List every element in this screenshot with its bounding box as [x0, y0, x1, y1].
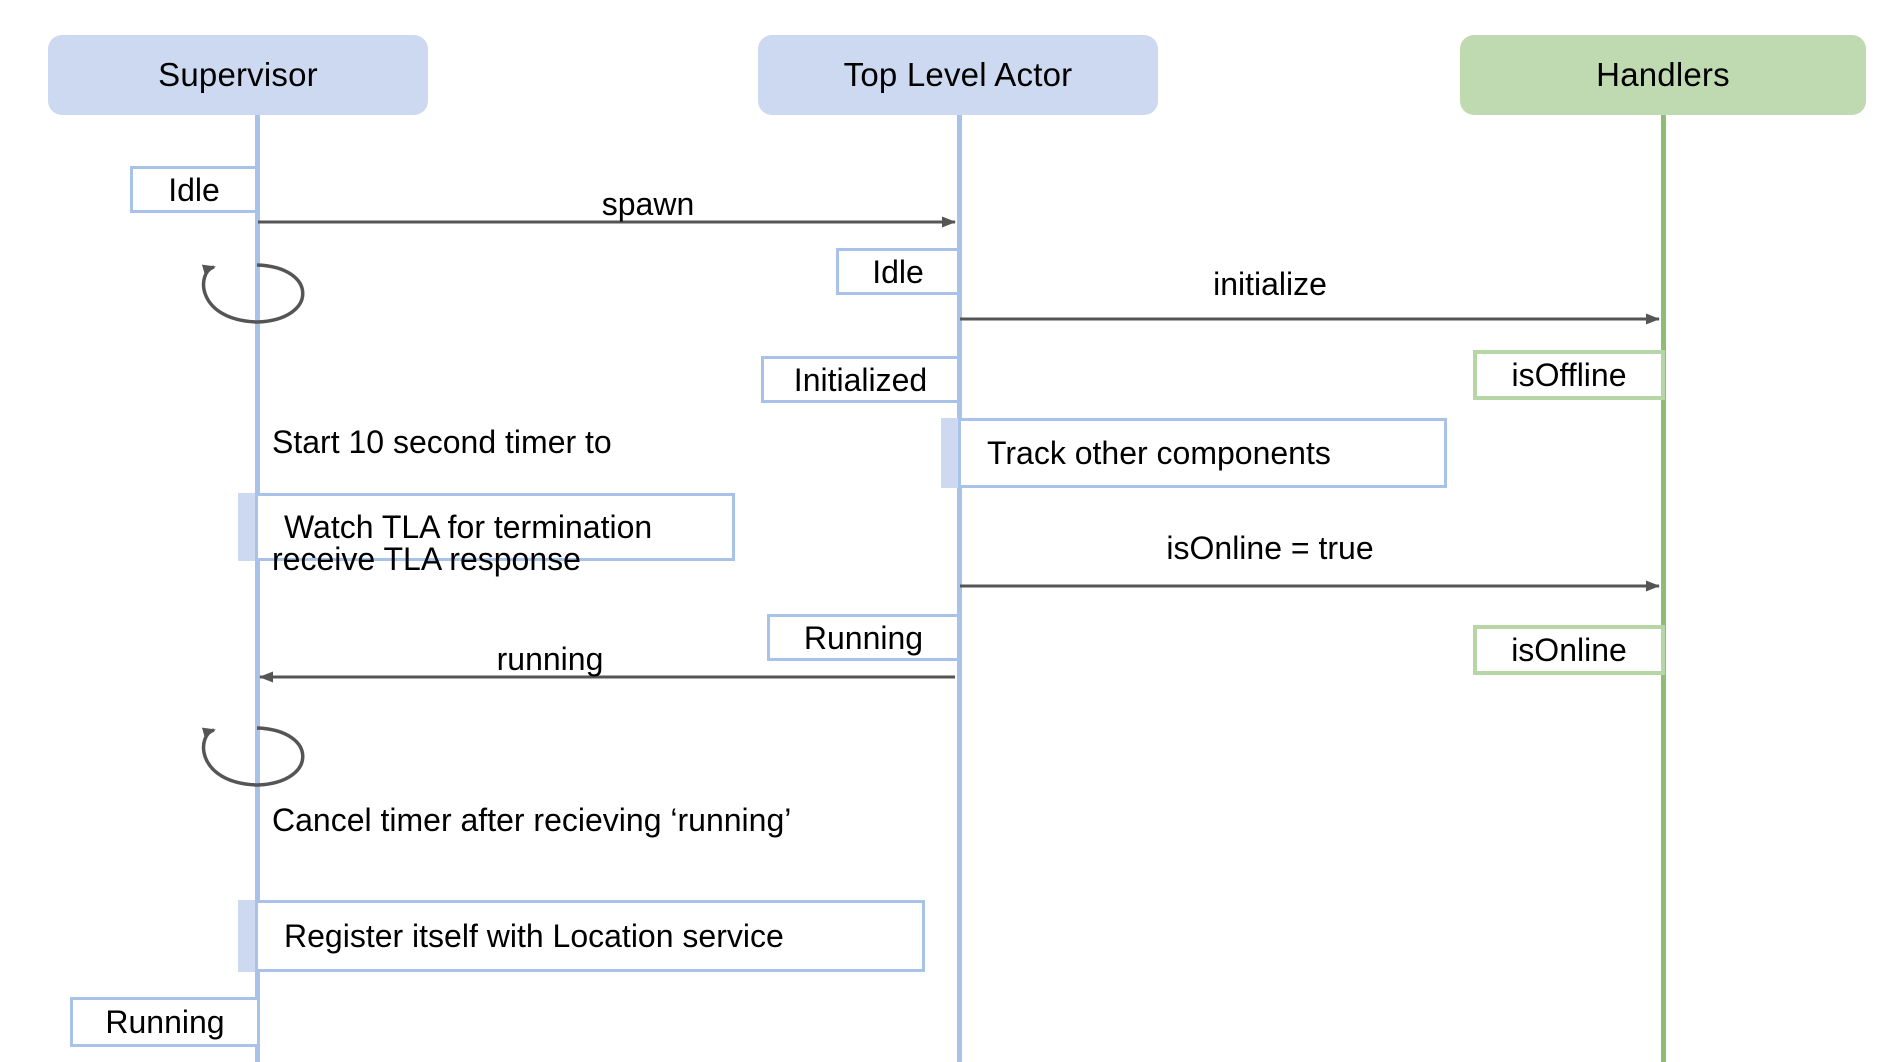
- lifeline-supervisor: [255, 115, 260, 1062]
- note-watch-tla-for-termination[interactable]: Watch TLA for termination: [255, 493, 735, 561]
- state-box-handlers-isonline[interactable]: isOnline: [1473, 625, 1665, 675]
- participant-supervisor[interactable]: Supervisor: [48, 35, 428, 115]
- self-loop-cancel-timer: [201, 726, 305, 787]
- state-box-tla-initialized-label: Initialized: [793, 361, 928, 398]
- note-track-other-components-label: Track other components: [987, 434, 1331, 471]
- self-message-text-cancel-timer: Cancel timer after recieving ‘running’: [272, 802, 792, 838]
- state-box-supervisor-running[interactable]: Running: [70, 997, 260, 1047]
- state-box-handlers-isonline-label: isOnline: [1511, 632, 1627, 668]
- lifeline-handlers: [1661, 115, 1666, 1062]
- state-box-handlers-isoffline-label: isOffline: [1511, 357, 1627, 393]
- self-message-text-start-timer-line1: Start 10 second timer to: [272, 424, 612, 461]
- participant-supervisor-label: Supervisor: [158, 55, 318, 93]
- state-box-handlers-isoffline[interactable]: isOffline: [1473, 350, 1665, 400]
- message-label-spawn: spawn: [601, 186, 695, 222]
- state-box-supervisor-idle[interactable]: Idle: [130, 166, 258, 213]
- lifeline-top-level-actor: [957, 115, 962, 1062]
- participant-handlers-label: Handlers: [1596, 55, 1730, 93]
- state-box-tla-running[interactable]: Running: [767, 614, 960, 661]
- participant-top-level-actor[interactable]: Top Level Actor: [758, 35, 1158, 115]
- self-loop-start-timer: [201, 263, 305, 324]
- self-message-text-start-timer: Start 10 second timer to receive TLA res…: [272, 345, 612, 657]
- message-label-running: running: [496, 641, 604, 677]
- state-box-tla-initialized[interactable]: Initialized: [761, 356, 960, 403]
- state-box-tla-idle-label: Idle: [872, 253, 924, 290]
- self-message-text-start-timer-line2: receive TLA response: [272, 541, 581, 578]
- message-label-isonline-true: isOnline = true: [1166, 530, 1374, 566]
- participant-handlers[interactable]: Handlers: [1460, 35, 1866, 115]
- message-label-initialize: initialize: [1213, 266, 1327, 302]
- state-box-tla-idle[interactable]: Idle: [836, 248, 960, 295]
- note-watch-tla-for-termination-label: Watch TLA for termination: [284, 508, 653, 545]
- state-box-supervisor-running-label: Running: [105, 1004, 225, 1040]
- note-register-itself-location-service[interactable]: Register itself with Location service: [255, 900, 925, 972]
- note-track-other-components[interactable]: Track other components: [958, 418, 1447, 488]
- participant-top-level-actor-label: Top Level Actor: [843, 55, 1073, 93]
- state-box-supervisor-idle-label: Idle: [168, 171, 220, 208]
- note-register-itself-location-service-label: Register itself with Location service: [284, 917, 784, 954]
- state-box-tla-running-label: Running: [803, 619, 924, 656]
